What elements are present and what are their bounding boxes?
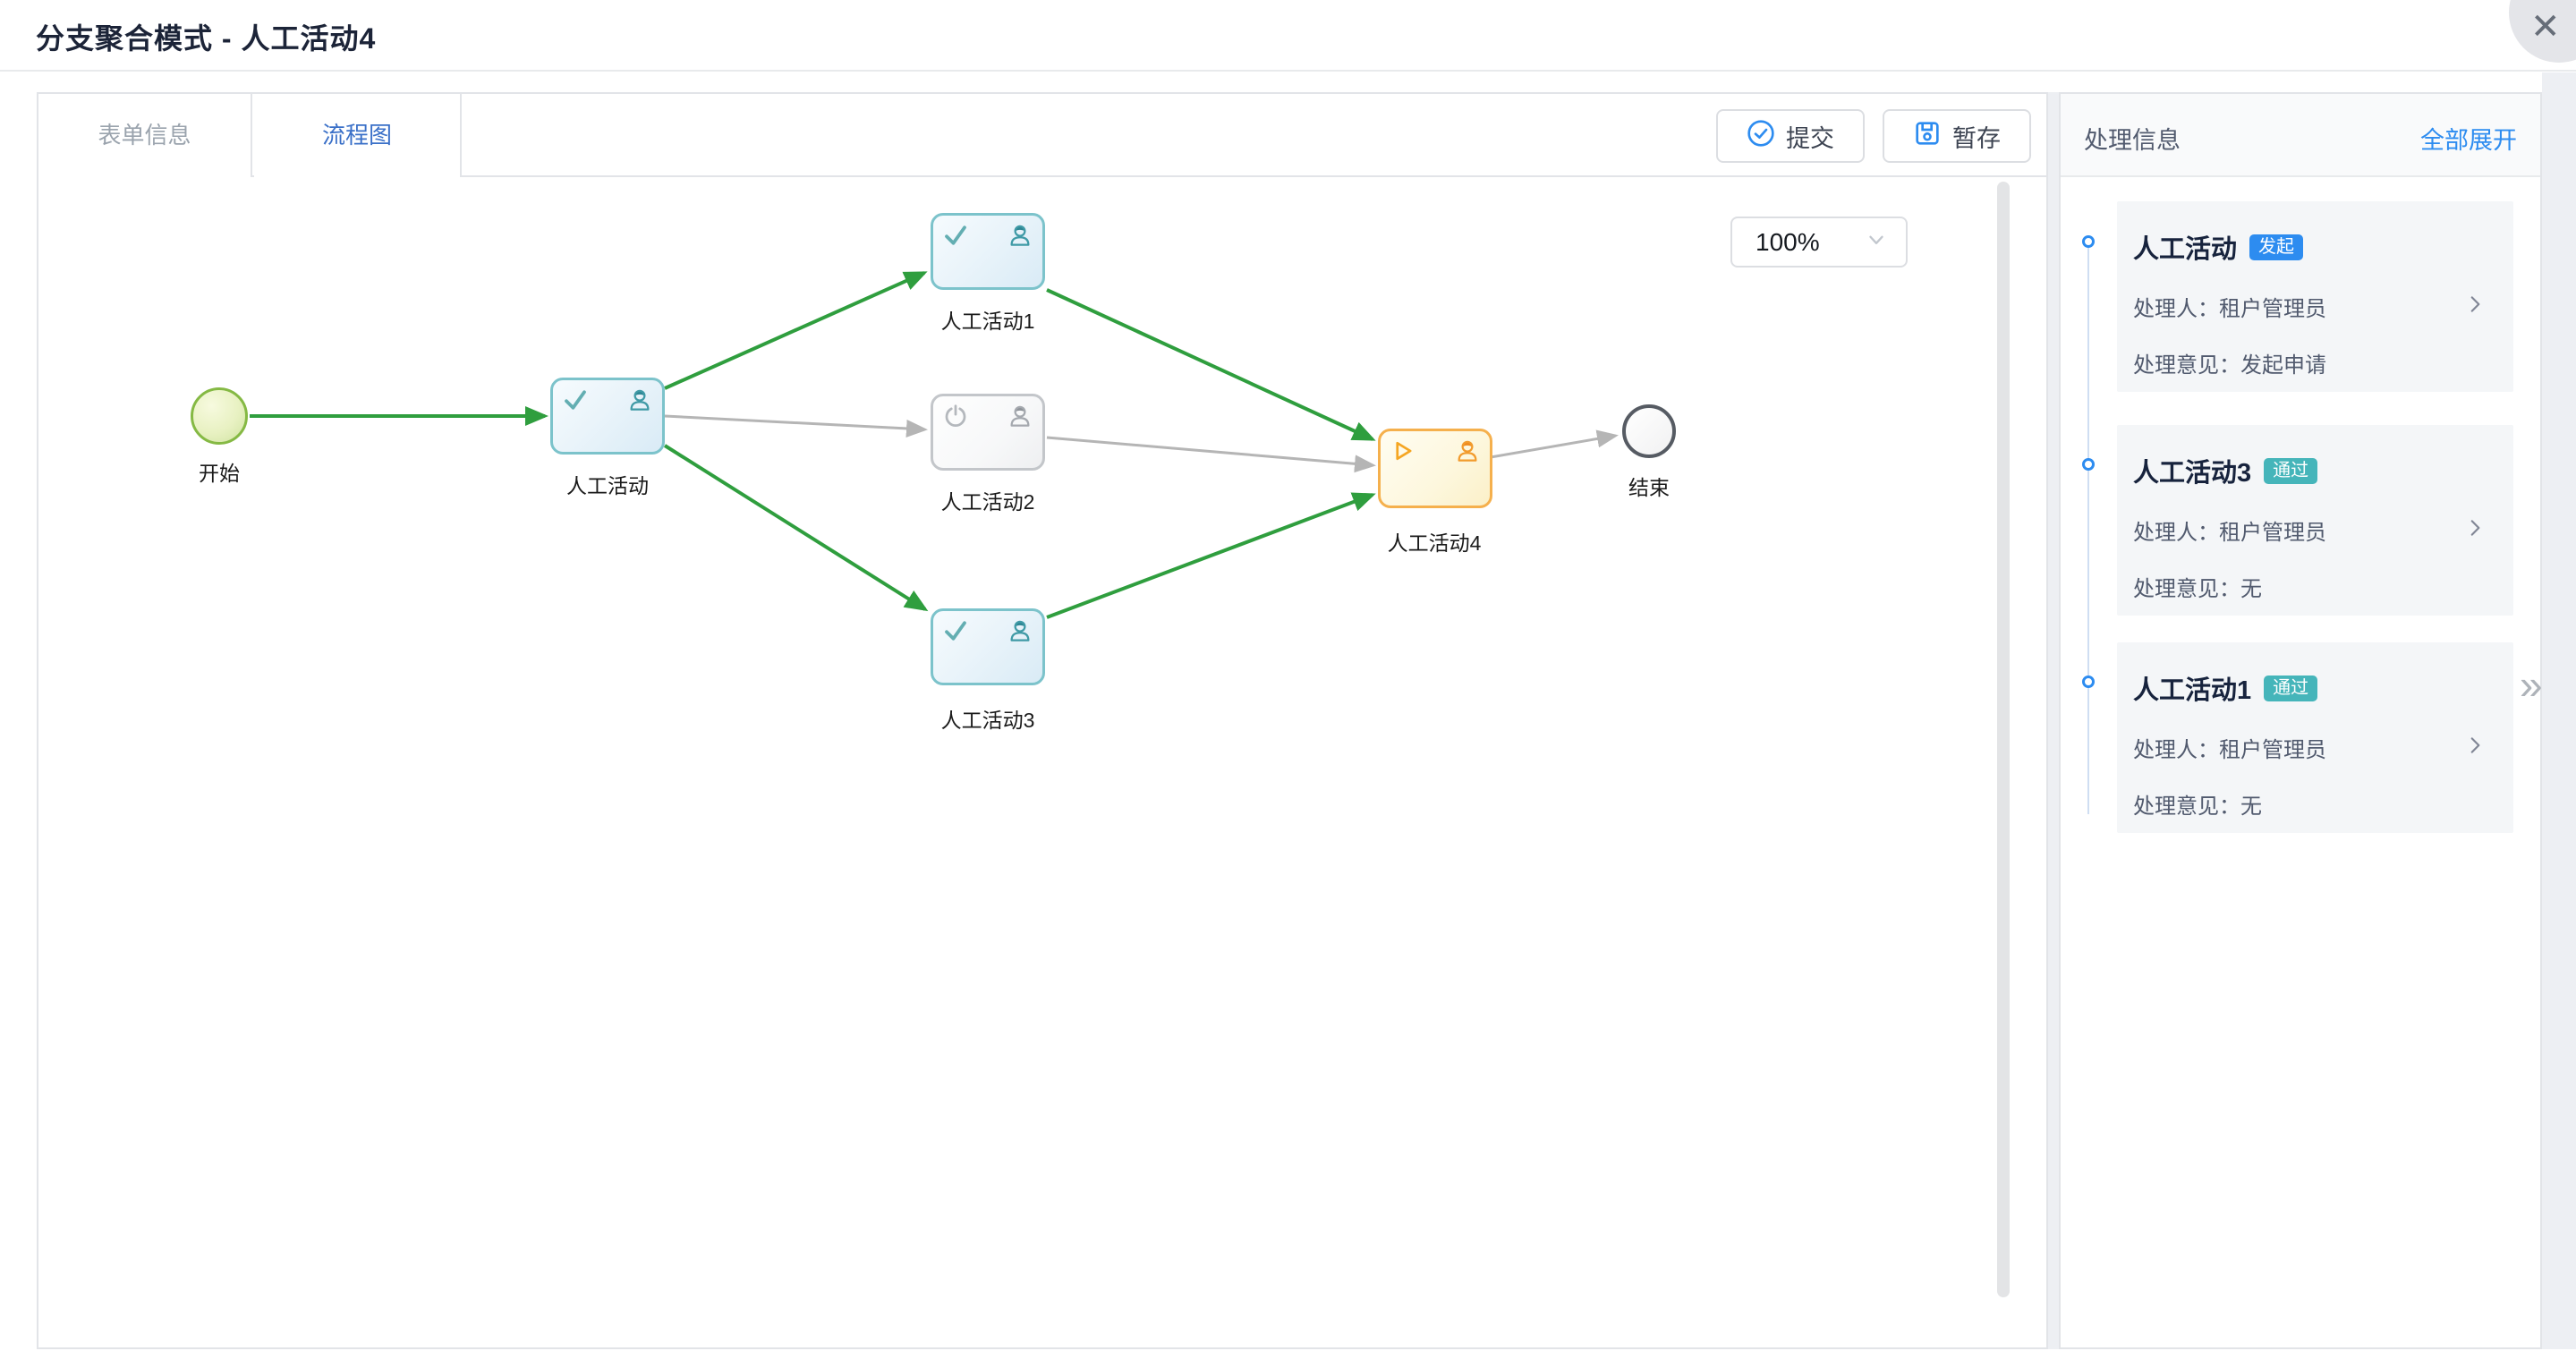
opinion-label: 处理意见：	[2133, 577, 2240, 601]
chevron-right-icon[interactable]	[2463, 734, 2487, 763]
flow-node-start[interactable]	[191, 387, 248, 445]
handler-label: 处理人：	[2133, 297, 2219, 321]
handler-row[interactable]: 处理人：租户管理员	[2133, 514, 2492, 546]
process-card-title: 人工活动1	[2133, 676, 2252, 705]
chevron-right-icon[interactable]	[2463, 516, 2487, 546]
power-icon	[942, 403, 969, 429]
check-icon	[942, 617, 969, 644]
handler-value: 租户管理员	[2219, 738, 2326, 762]
zoom-level-value: 100%	[1756, 227, 1820, 256]
submit-button[interactable]: 提交	[1716, 109, 1865, 163]
flow-edges-layer	[250, 271, 1619, 619]
flow-node-end-label: 结束	[1628, 476, 1670, 499]
handler-label: 处理人：	[2133, 521, 2219, 545]
window-title: 分支聚合模式 - 人工活动4	[36, 22, 377, 55]
process-info-panel: 处理信息 全部展开 人工活动 发起 处理人：租户管理员 处理意见：发起申请 人工…	[2059, 92, 2542, 1349]
chevron-down-icon	[1865, 228, 1888, 256]
user-icon	[1454, 438, 1481, 464]
flow-node-activity3-label: 人工活动3	[940, 709, 1035, 732]
tab-form-info[interactable]: 表单信息	[38, 94, 252, 177]
process-card[interactable]: 人工活动1 通过 处理人：租户管理员 处理意见：无	[2117, 642, 2513, 833]
handler-row[interactable]: 处理人：租户管理员	[2133, 732, 2492, 763]
flow-node-activity1[interactable]	[931, 213, 1045, 290]
handler-row[interactable]: 处理人：租户管理员	[2133, 291, 2492, 322]
process-info-title: 处理信息	[2084, 127, 2181, 154]
status-badge-passed: 通过	[2264, 675, 2318, 701]
flow-node-activity[interactable]	[550, 378, 665, 455]
opinion-row: 处理意见：无	[2133, 788, 2492, 820]
process-card-title: 人工活动3	[2133, 459, 2252, 488]
user-icon	[626, 387, 653, 413]
process-card-title: 人工活动	[2133, 235, 2238, 264]
right-background-strip	[2542, 72, 2576, 1349]
timeline-dot	[2082, 235, 2095, 248]
process-card[interactable]: 人工活动 发起 处理人：租户管理员 处理意见：发起申请	[2117, 201, 2513, 392]
handler-label: 处理人：	[2133, 738, 2219, 762]
handler-value: 租户管理员	[2219, 297, 2326, 321]
flow-node-activity2-label: 人工活动2	[940, 490, 1035, 514]
flow-node-activity1-label: 人工活动1	[940, 310, 1035, 333]
flow-main-container: 表单信息 流程图 提交 暂存	[37, 92, 2048, 1349]
flow-canvas[interactable]: 开始 人工活动	[38, 177, 2046, 1347]
opinion-value: 发起申请	[2240, 353, 2326, 378]
close-icon[interactable]: ✕	[2530, 7, 2561, 47]
flow-node-end[interactable]	[1622, 404, 1676, 458]
opinion-row: 处理意见：无	[2133, 571, 2492, 602]
vertical-scrollbar[interactable]	[1997, 182, 2010, 1297]
save-floppy-icon	[1913, 119, 1942, 154]
flow-node-activity2[interactable]	[931, 394, 1045, 471]
opinion-row: 处理意见：发起申请	[2133, 347, 2492, 378]
status-badge-passed: 通过	[2264, 457, 2318, 484]
check-circle-icon	[1747, 119, 1775, 154]
save-draft-button-label: 暂存	[1952, 124, 2001, 152]
user-icon	[1007, 222, 1033, 249]
panel-collapse-icon[interactable]: »	[2520, 661, 2542, 708]
flow-node-start-label: 开始	[199, 462, 240, 485]
window-header: 分支聚合模式 - 人工活动4	[0, 0, 2576, 72]
opinion-label: 处理意见：	[2133, 353, 2240, 378]
timeline-rail	[2087, 242, 2089, 814]
chevron-right-icon[interactable]	[2463, 293, 2487, 322]
play-icon	[1390, 438, 1416, 464]
save-draft-button[interactable]: 暂存	[1883, 109, 2031, 163]
flow-node-activity-label: 人工活动	[566, 474, 649, 497]
process-card[interactable]: 人工活动3 通过 处理人：租户管理员 处理意见：无	[2117, 425, 2513, 616]
opinion-label: 处理意见：	[2133, 794, 2240, 819]
panel-gap-divider	[2048, 92, 2059, 1349]
user-icon	[1007, 617, 1033, 644]
tab-flow-diagram[interactable]: 流程图	[254, 94, 462, 177]
check-icon	[562, 387, 589, 413]
opinion-value: 无	[2240, 794, 2262, 819]
submit-button-label: 提交	[1786, 124, 1834, 152]
timeline-dot	[2082, 458, 2095, 471]
opinion-value: 无	[2240, 577, 2262, 601]
flow-node-activity4[interactable]	[1378, 429, 1492, 508]
timeline-dot	[2082, 676, 2095, 688]
user-icon	[1007, 403, 1033, 429]
zoom-level-select[interactable]: 100%	[1730, 217, 1908, 268]
flow-node-activity3[interactable]	[931, 608, 1045, 685]
expand-all-link[interactable]: 全部展开	[2420, 127, 2517, 154]
handler-value: 租户管理员	[2219, 521, 2326, 545]
status-badge-initiated: 发起	[2249, 234, 2304, 260]
flow-node-activity4-label: 人工活动4	[1387, 531, 1482, 555]
toolbar: 表单信息 流程图 提交 暂存	[38, 94, 2046, 177]
check-icon	[942, 222, 969, 249]
process-info-header: 处理信息 全部展开	[2061, 94, 2540, 177]
